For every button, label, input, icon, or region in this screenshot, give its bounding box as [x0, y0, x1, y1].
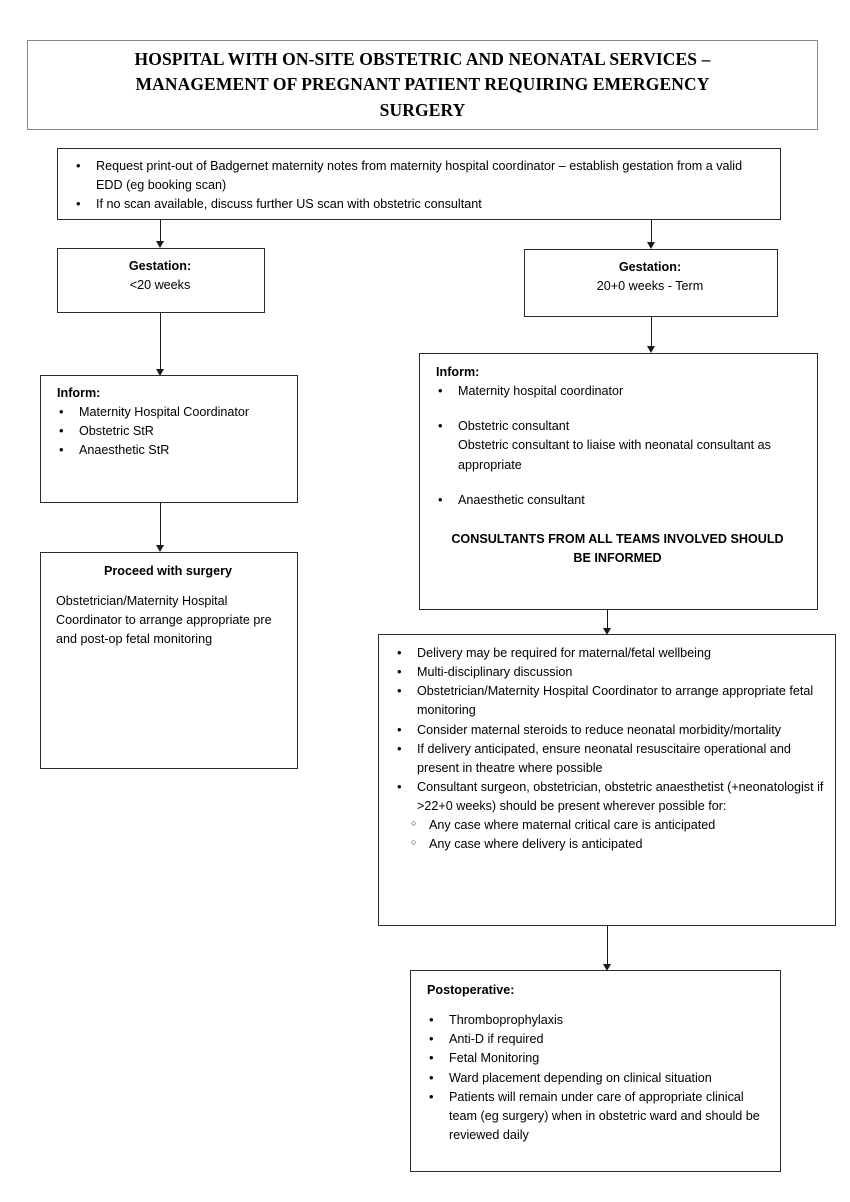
- delivery-bullet-list: Delivery may be required for maternal/fe…: [387, 643, 825, 816]
- inform-left-box: Inform: Maternity Hospital Coordinator O…: [40, 375, 298, 503]
- inform-right-heading: Inform:: [436, 365, 480, 379]
- inform-right-bullet2-line1: Obstetric consultant: [458, 419, 570, 434]
- postoperative-box: Postoperative: Thromboprophylaxis Anti-D…: [410, 970, 781, 1172]
- list-item: If delivery anticipated, ensure neonatal…: [387, 739, 825, 778]
- list-item: Obstetric consultant Obstetric consultan…: [428, 416, 807, 474]
- list-item: If no scan available, discuss further US…: [66, 194, 770, 214]
- list-item: Any case where maternal critical care is…: [387, 816, 825, 835]
- inform-left-heading: Inform:: [57, 386, 101, 400]
- inform-right-bullet-list: Maternity hospital coordinator Obstetric…: [428, 381, 807, 510]
- list-item: Consultant surgeon, obstetrician, obstet…: [387, 777, 825, 816]
- list-item: Thromboprophylaxis: [419, 1010, 770, 1030]
- inform-right-footer: CONSULTANTS FROM ALL TEAMS INVOLVED SHOU…: [451, 531, 784, 565]
- inform-left-bullet-list: Maternity Hospital Coordinator Obstetric…: [49, 402, 287, 460]
- postoperative-bullet-list: Thromboprophylaxis Anti-D if required Fe…: [419, 1010, 770, 1145]
- chart-title-line-1: HOSPITAL WITH ON-SITE OBSTETRIC AND NEON…: [134, 48, 711, 69]
- list-item: Delivery may be required for maternal/fe…: [387, 643, 825, 663]
- proceed-surgery-body: Obstetrician/Maternity Hospital Coordina…: [56, 594, 272, 647]
- gestation-left-value: <20 weeks: [129, 278, 191, 293]
- intake-box: Request print-out of Badgernet maternity…: [57, 148, 781, 220]
- gestation-right-box: Gestation: 20+0 weeks - Term: [524, 249, 778, 317]
- postoperative-heading: Postoperative:: [427, 983, 515, 997]
- list-item: Anaesthetic consultant: [428, 490, 807, 510]
- gestation-right-heading: Gestation:: [618, 260, 682, 274]
- list-item: Obstetric StR: [49, 421, 287, 441]
- chart-title-text: HOSPITAL WITH ON-SITE OBSTETRIC AND NEON…: [109, 47, 737, 123]
- gestation-right-value: 20+0 weeks - Term: [596, 279, 704, 294]
- list-item: Maternity hospital coordinator: [428, 381, 807, 401]
- list-item: Consider maternal steroids to reduce neo…: [387, 720, 825, 740]
- chart-title-line-3: SURGERY: [379, 99, 466, 120]
- proceed-surgery-box: Proceed with surgery Obstetrician/Matern…: [40, 552, 298, 769]
- inform-right-box: Inform: Maternity hospital coordinator O…: [419, 353, 818, 610]
- list-item: Anaesthetic StR: [49, 440, 287, 460]
- list-item: Any case where delivery is anticipated: [387, 835, 825, 854]
- list-item: Maternity Hospital Coordinator: [49, 402, 287, 422]
- list-item: Ward placement depending on clinical sit…: [419, 1068, 770, 1088]
- list-item: Fetal Monitoring: [419, 1048, 770, 1068]
- list-item: Anti-D if required: [419, 1029, 770, 1049]
- chart-title-line-2: MANAGEMENT OF PREGNANT PATIENT REQUIRING…: [135, 74, 710, 95]
- list-item: Patients will remain under care of appro…: [419, 1087, 770, 1145]
- gestation-left-heading: Gestation:: [128, 259, 192, 273]
- list-item: Multi-disciplinary discussion: [387, 662, 825, 682]
- chart-title-box: HOSPITAL WITH ON-SITE OBSTETRIC AND NEON…: [27, 40, 818, 130]
- intake-bullet-list: Request print-out of Badgernet maternity…: [66, 156, 770, 214]
- proceed-surgery-heading: Proceed with surgery: [103, 564, 233, 578]
- list-item: Obstetrician/Maternity Hospital Coordina…: [387, 681, 825, 720]
- delivery-subbullet-list: Any case where maternal critical care is…: [387, 816, 825, 854]
- gestation-left-box: Gestation: <20 weeks: [57, 248, 265, 313]
- inform-right-bullet2-line2: Obstetric consultant to liaise with neon…: [458, 438, 771, 472]
- list-item: Request print-out of Badgernet maternity…: [66, 156, 770, 195]
- delivery-box: Delivery may be required for maternal/fe…: [378, 634, 836, 926]
